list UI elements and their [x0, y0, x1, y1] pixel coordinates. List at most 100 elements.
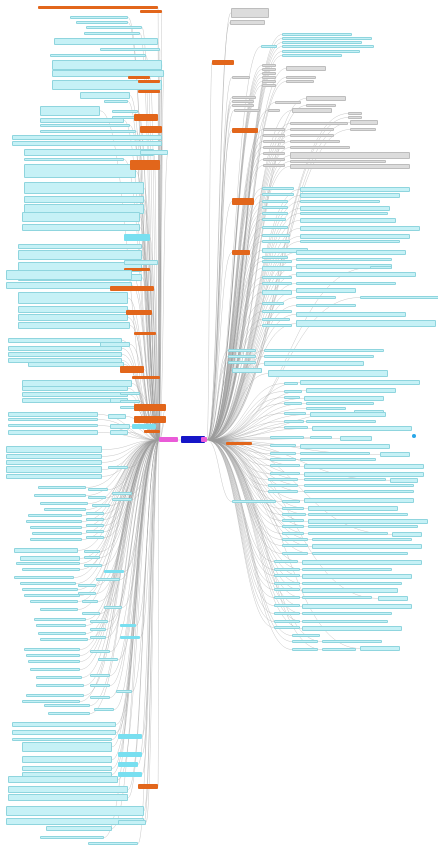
- cyan-note-node[interactable]: [70, 16, 128, 19]
- cyan-note-node[interactable]: [262, 226, 288, 229]
- cyan-note-node[interactable]: [40, 130, 136, 133]
- cyan-note-node[interactable]: [300, 212, 388, 215]
- cyan-note-node[interactable]: [24, 158, 124, 161]
- cyan-note-node[interactable]: [6, 460, 102, 465]
- cyan-note-node[interactable]: [322, 648, 356, 651]
- cyan-note-node[interactable]: [22, 224, 140, 232]
- cyan-note-node[interactable]: [262, 193, 294, 196]
- cyan-note-node[interactable]: [306, 407, 346, 410]
- cyan-note-node[interactable]: [264, 349, 384, 352]
- cyan-note-node[interactable]: [84, 550, 100, 553]
- cyan-note-node[interactable]: [262, 212, 288, 215]
- cyan-note-node[interactable]: [22, 392, 128, 397]
- cyan-note-node[interactable]: [300, 206, 390, 211]
- cyan-note-node[interactable]: [32, 532, 82, 535]
- grey-note-node[interactable]: [231, 8, 269, 18]
- cyan-topic-node[interactable]: [118, 752, 142, 757]
- cyan-note-node[interactable]: [274, 620, 300, 623]
- cyan-note-node[interactable]: [36, 624, 86, 627]
- cyan-note-node[interactable]: [304, 472, 424, 477]
- cyan-note-node[interactable]: [262, 276, 292, 279]
- cyan-note-node[interactable]: [282, 544, 308, 547]
- cyan-note-node[interactable]: [84, 32, 140, 35]
- cyan-note-node[interactable]: [8, 776, 118, 784]
- cyan-note-node[interactable]: [292, 640, 318, 643]
- cyan-note-node[interactable]: [52, 70, 164, 78]
- cyan-note-node[interactable]: [34, 494, 86, 497]
- cyan-note-node[interactable]: [274, 568, 300, 571]
- cyan-note-node[interactable]: [228, 355, 256, 358]
- cyan-note-node[interactable]: [40, 638, 88, 641]
- orange-topic-node[interactable]: [212, 60, 234, 65]
- cyan-note-node[interactable]: [110, 430, 128, 435]
- cyan-note-node[interactable]: [282, 525, 304, 528]
- cyan-note-node[interactable]: [38, 632, 86, 635]
- cyan-note-node[interactable]: [12, 722, 116, 727]
- cyan-note-node[interactable]: [8, 346, 122, 351]
- cyan-note-node[interactable]: [14, 576, 74, 579]
- cyan-note-node[interactable]: [282, 33, 352, 36]
- cyan-note-node[interactable]: [296, 312, 406, 317]
- cyan-note-node[interactable]: [296, 250, 406, 255]
- cyan-note-node[interactable]: [16, 562, 80, 565]
- cyan-note-node[interactable]: [40, 118, 124, 123]
- cyan-note-node[interactable]: [90, 650, 110, 653]
- cyan-note-node[interactable]: [322, 640, 382, 643]
- cyan-note-node[interactable]: [270, 452, 296, 455]
- grey-note-node[interactable]: [348, 116, 362, 119]
- cyan-note-node[interactable]: [261, 45, 277, 48]
- cyan-note-node[interactable]: [262, 318, 290, 321]
- grey-note-node[interactable]: [290, 146, 350, 149]
- cyan-note-node[interactable]: [26, 694, 84, 697]
- cyan-note-node[interactable]: [282, 50, 360, 53]
- cyan-note-node[interactable]: [22, 588, 78, 591]
- cyan-note-node[interactable]: [140, 150, 168, 155]
- cyan-note-node[interactable]: [24, 196, 144, 204]
- grey-note-node[interactable]: [292, 108, 332, 113]
- cyan-note-node[interactable]: [104, 100, 128, 103]
- cyan-note-node[interactable]: [12, 135, 162, 140]
- cyan-note-node[interactable]: [232, 500, 276, 503]
- cyan-note-node[interactable]: [302, 596, 372, 599]
- cyan-note-node[interactable]: [78, 584, 96, 587]
- cyan-note-node[interactable]: [28, 362, 124, 367]
- grey-note-node[interactable]: [234, 109, 260, 112]
- cyan-note-node[interactable]: [22, 766, 112, 771]
- cyan-note-node[interactable]: [52, 60, 162, 70]
- left-hub-node[interactable]: [159, 437, 178, 442]
- orange-topic-node[interactable]: [226, 442, 252, 445]
- orange-topic-node[interactable]: [134, 404, 166, 412]
- cyan-note-node[interactable]: [262, 234, 290, 237]
- cyan-note-node[interactable]: [124, 260, 158, 265]
- cyan-note-node[interactable]: [268, 484, 298, 487]
- cyan-note-node[interactable]: [284, 426, 308, 429]
- cyan-note-node[interactable]: [98, 658, 118, 661]
- cyan-note-node[interactable]: [6, 466, 102, 474]
- grey-note-node[interactable]: [262, 68, 276, 71]
- cyan-note-node[interactable]: [38, 486, 86, 489]
- cyan-note-node[interactable]: [292, 648, 318, 651]
- grey-note-node[interactable]: [232, 76, 250, 79]
- cyan-note-node[interactable]: [304, 498, 414, 503]
- cyan-note-node[interactable]: [28, 514, 82, 517]
- cyan-note-node[interactable]: [8, 412, 98, 417]
- cyan-note-node[interactable]: [8, 430, 98, 435]
- cyan-note-node[interactable]: [94, 708, 114, 711]
- cyan-note-node[interactable]: [268, 478, 298, 481]
- cyan-note-node[interactable]: [110, 424, 130, 429]
- grey-note-node[interactable]: [286, 66, 326, 71]
- cyan-note-node[interactable]: [262, 260, 292, 263]
- cyan-note-node[interactable]: [300, 200, 380, 203]
- cyan-note-node[interactable]: [262, 218, 286, 221]
- cyan-note-node[interactable]: [40, 106, 100, 116]
- cyan-note-node[interactable]: [300, 380, 420, 385]
- cyan-note-node[interactable]: [104, 606, 122, 609]
- cyan-note-node[interactable]: [282, 552, 308, 555]
- cyan-note-node[interactable]: [306, 402, 374, 405]
- cyan-note-node[interactable]: [44, 508, 86, 511]
- cyan-note-node[interactable]: [262, 324, 292, 327]
- cyan-note-node[interactable]: [262, 256, 288, 259]
- cyan-note-node[interactable]: [24, 182, 144, 194]
- cyan-note-node[interactable]: [30, 668, 80, 671]
- orange-topic-node[interactable]: [134, 416, 166, 424]
